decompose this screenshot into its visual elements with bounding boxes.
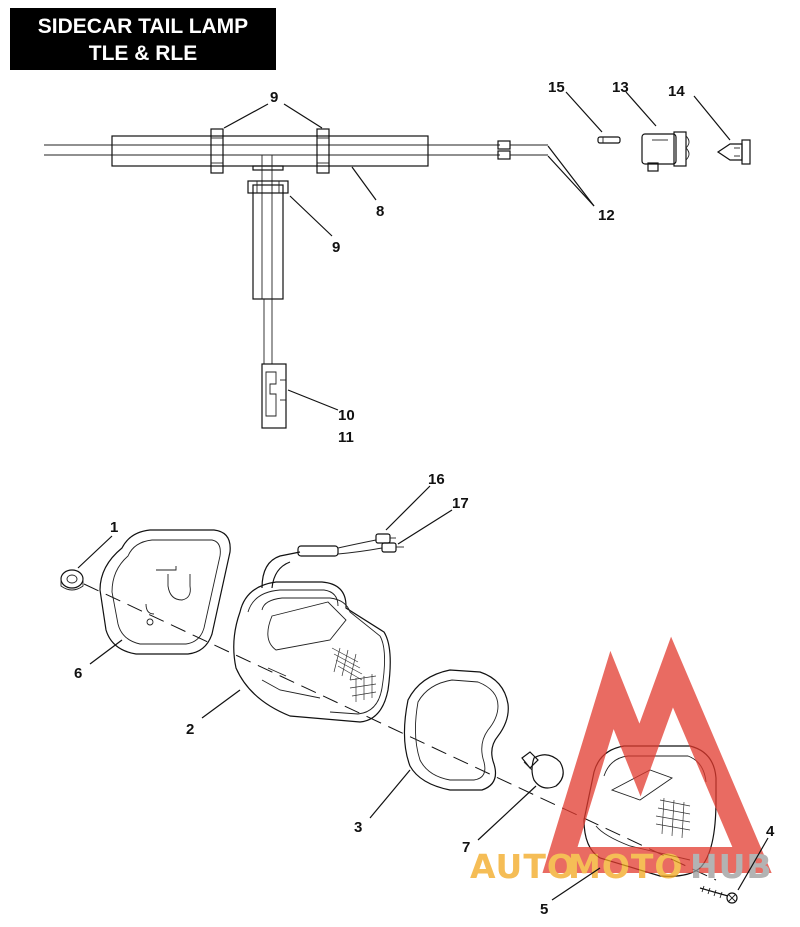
callout-3: 3 (354, 819, 362, 836)
callout-7: 7 (462, 839, 470, 856)
callout-16: 16 (428, 471, 445, 488)
callout-6: 6 (74, 665, 82, 682)
callout-5: 5 (540, 901, 548, 918)
callout-14: 14 (668, 83, 685, 100)
leader-lines (77, 91, 769, 901)
mounting-plate-6 (99, 529, 231, 655)
callout-2: 2 (186, 721, 194, 738)
pin-15 (597, 136, 621, 144)
lamp-housing-2 (233, 551, 391, 723)
callout-10: 10 (338, 407, 355, 424)
title-line-2: TLE & RLE (88, 42, 198, 65)
wiring-harness (44, 128, 548, 429)
callout-labels: 9 8 9 12 15 13 14 10 11 16 17 1 6 2 3 7 … (74, 79, 775, 918)
socket-housing-13 (641, 131, 690, 172)
terminal-14 (716, 139, 751, 165)
callout-13: 13 (612, 79, 629, 96)
callout-8: 8 (376, 203, 384, 220)
callout-4: 4 (766, 823, 775, 840)
callout-12: 12 (598, 207, 615, 224)
wire-leads-16-17 (297, 533, 404, 557)
callout-1: 1 (110, 519, 118, 536)
callout-9-top: 9 (270, 89, 278, 106)
title-box: SIDECAR TAIL LAMP TLE & RLE (10, 8, 276, 70)
callout-15: 15 (548, 79, 565, 96)
watermark-moto: MOTO (568, 847, 683, 886)
watermark-auto: AUTO (470, 847, 576, 886)
nut-1 (60, 569, 84, 591)
gasket-3 (403, 669, 509, 791)
callout-9-lower: 9 (332, 239, 340, 256)
callout-11: 11 (338, 429, 354, 446)
assembly-centerline (83, 583, 717, 881)
screw-4 (699, 885, 738, 904)
watermark-hub: HUB (690, 847, 773, 886)
bulb-7 (521, 751, 564, 789)
automotohub-watermark: AUTO MOTO HUB (470, 636, 773, 886)
callout-17: 17 (452, 495, 469, 512)
title-line-1: SIDECAR TAIL LAMP (37, 15, 249, 38)
